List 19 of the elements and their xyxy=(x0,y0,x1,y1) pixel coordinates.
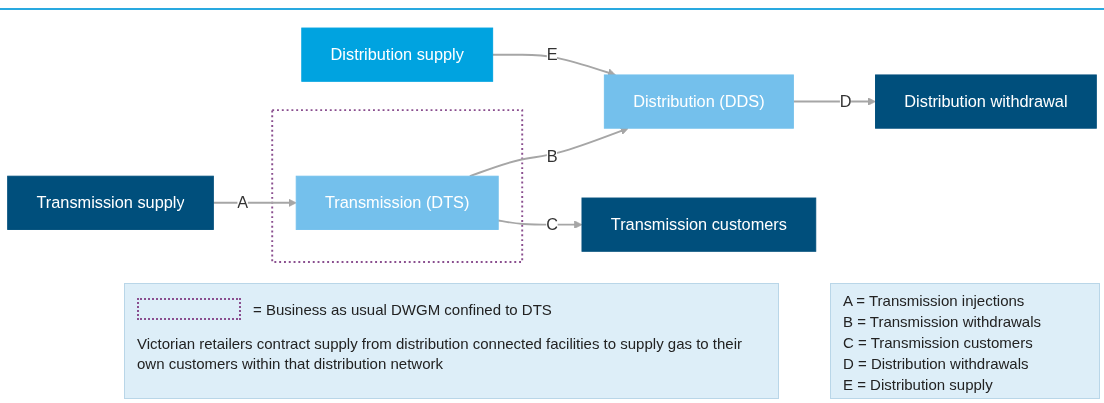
node-box: Transmission supply xyxy=(7,175,214,230)
node-box: Transmission (DTS) xyxy=(295,175,499,230)
edge-label: B xyxy=(546,147,558,166)
node-box: Distribution withdrawal xyxy=(875,74,1097,129)
edge-label: E xyxy=(546,45,558,64)
node-box: Distribution supply xyxy=(301,27,494,82)
node-box: Transmission customers xyxy=(581,197,817,252)
node-box: Distribution (DDS) xyxy=(603,74,794,129)
edge-label: C xyxy=(546,215,558,234)
note-text: Victorian retailers contract supply from distribution connected facilities to supply gas to their own customers within that distribution network xyxy=(137,334,744,374)
legend-text: = Business as usual DWGM confined to DTS xyxy=(253,300,552,318)
key-text: C = Transmission customers xyxy=(843,333,1034,353)
key-text: E = Distribution supply xyxy=(843,375,994,395)
edge-label: D xyxy=(839,92,852,111)
edge-label: A xyxy=(237,193,249,212)
cluster xyxy=(271,109,524,263)
key-text: B = Transmission withdrawals xyxy=(843,312,1042,332)
key-text: D = Distribution withdrawals xyxy=(843,354,1030,374)
key-text: A = Transmission injections xyxy=(843,291,1026,311)
